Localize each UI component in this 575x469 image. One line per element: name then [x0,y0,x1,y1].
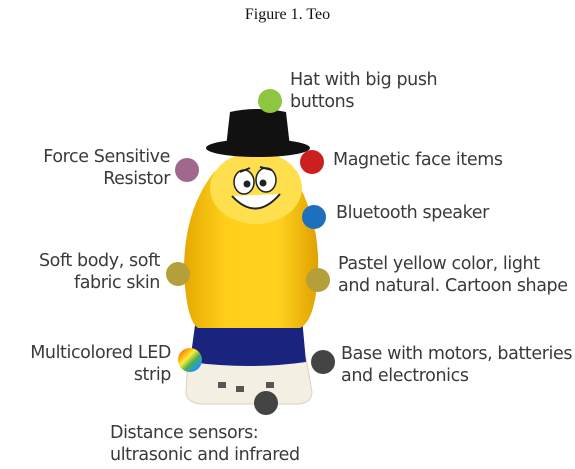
distance-label: Distance sensors: ultrasonic and infrare… [110,422,300,466]
base-marker [311,350,335,374]
soft-body-label-line2: fabric skin [39,272,160,294]
hat-label: Hat with big push buttons [290,69,437,113]
pastel-label: Pastel yellow color, light and natural. … [338,253,575,297]
base-label-line1: Base with motors, batteries [341,343,575,365]
soft-body-marker [166,262,190,286]
base-label-line2: and electronics [341,365,575,387]
distance-sensor-marker [254,391,278,415]
led-label: Multicolored LED strip [30,342,171,386]
distance-label-line1: Distance sensors: [110,422,300,444]
hat-label-line2: buttons [290,91,437,113]
soft-body-label-line1: Soft body, soft [39,250,160,272]
soft-body-label: Soft body, soft fabric skin [39,250,160,294]
led-strip-marker [178,348,202,372]
base-label: Base with motors, batteries and electron… [341,343,575,387]
hat-label-line1: Hat with big push [290,69,437,91]
pastel-label-line2: and natural. Cartoon shape [338,275,575,297]
bluetooth-label: Bluetooth speaker [336,202,489,224]
force-sensor-marker [175,158,199,182]
bluetooth-marker [302,205,326,229]
led-label-line2: strip [30,364,171,386]
magnetic-face-marker [300,150,324,174]
hat-marker [258,89,282,113]
magnetic-label-line1: Magnetic face items [333,149,503,171]
force-label-line2: Resistor [43,168,170,190]
force-label: Force Sensitive Resistor [43,146,170,190]
pastel-color-marker [306,268,330,292]
led-label-line1: Multicolored LED [30,342,171,364]
force-label-line1: Force Sensitive [43,146,170,168]
distance-label-line2: ultrasonic and infrared [110,444,300,466]
bluetooth-label-line1: Bluetooth speaker [336,202,489,224]
pastel-label-line1: Pastel yellow color, light [338,253,575,275]
magnetic-label: Magnetic face items [333,149,503,171]
